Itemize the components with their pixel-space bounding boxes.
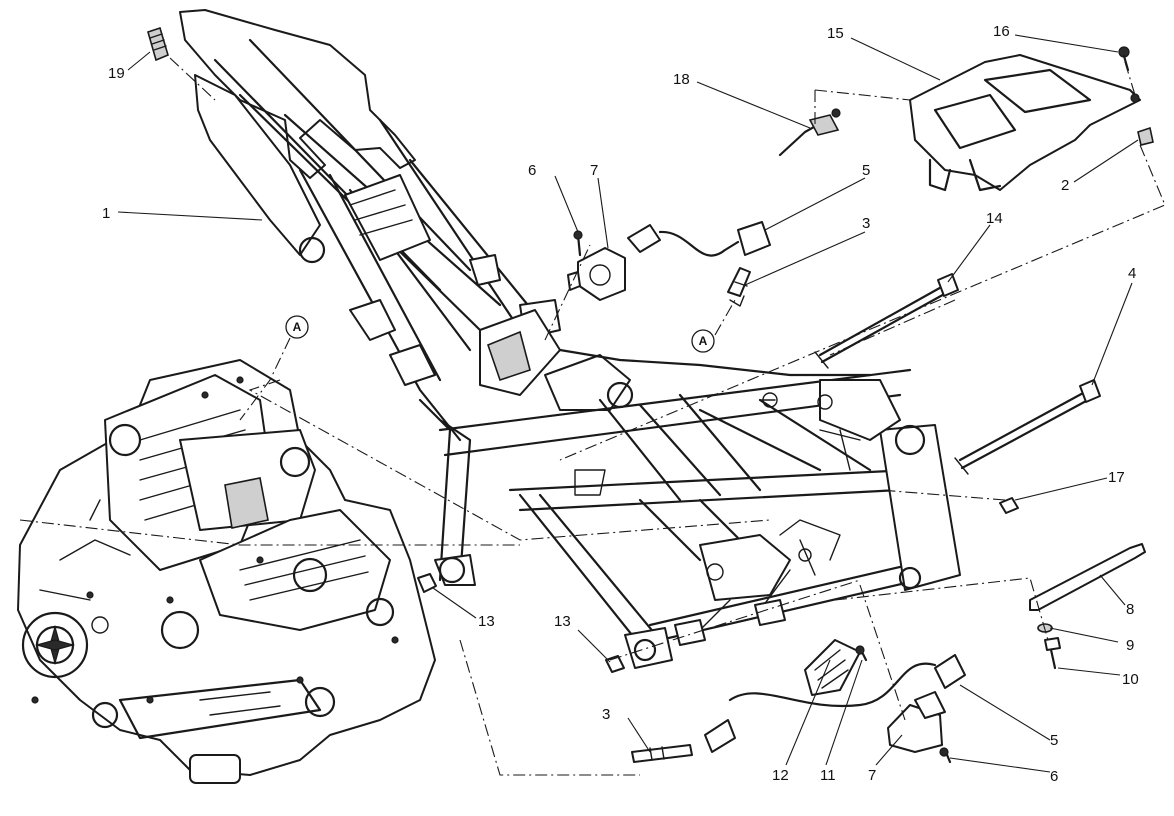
svg-text:A: A [699, 334, 708, 348]
part-2-clip [1137, 126, 1154, 146]
part-12-cover [804, 639, 861, 696]
callout-3-bottom: 3 [602, 706, 610, 723]
callout-18: 18 [673, 71, 690, 88]
part-8-strap [1029, 543, 1146, 611]
part-13-nut-left [417, 573, 437, 593]
callout-numbers: 19 1 15 16 2 18 6 7 5 3 14 4 17 8 9 10 5… [102, 23, 1139, 785]
part-14-long-bolt [814, 273, 959, 369]
reference-mark-plug: A [691, 329, 715, 353]
callout-10: 10 [1122, 671, 1139, 688]
callout-1: 1 [102, 205, 110, 222]
callout-14: 14 [986, 210, 1003, 227]
part-16-screw [1118, 46, 1130, 72]
callout-19: 19 [108, 65, 125, 82]
leader-lines [117, 34, 1139, 773]
callout-8: 8 [1126, 601, 1134, 618]
part-5-plug-cap-top [627, 221, 771, 257]
part-19-rubber-pad [147, 26, 169, 62]
callout-16: 16 [993, 23, 1010, 40]
callout-5-bottom: 5 [1050, 732, 1058, 749]
callout-9: 9 [1126, 637, 1134, 654]
part-6-screw-bottom [939, 747, 952, 764]
callout-15: 15 [827, 25, 844, 42]
callout-12: 12 [772, 767, 789, 784]
svg-text:A: A [293, 320, 302, 334]
part-6-screw-top [573, 230, 583, 257]
callout-3-top: 3 [862, 215, 870, 232]
callout-6-bottom: 6 [1050, 768, 1058, 785]
part-5-plug-cap-bottom [704, 654, 966, 753]
part-3-spark-plug-bottom [631, 744, 693, 763]
callout-11: 11 [820, 767, 836, 784]
part-11-screw [855, 645, 868, 662]
callout-13-left: 13 [478, 613, 495, 630]
part-7-ignition-coil-bottom [887, 691, 946, 753]
callout-6-top: 6 [528, 162, 536, 179]
main-frame [179, 9, 961, 669]
callout-17: 17 [1108, 469, 1125, 486]
callout-7-bottom: 7 [868, 767, 876, 784]
part-10-screw [1044, 637, 1061, 670]
reference-mark-engine: A [285, 315, 309, 339]
engine-assembly [17, 359, 436, 784]
part-7-ignition-coil-top [567, 247, 626, 301]
part-18-cable-clamp [778, 108, 841, 157]
part-17-rubber [999, 497, 1019, 514]
callout-4: 4 [1128, 265, 1136, 282]
assembly-lines [19, 57, 1166, 776]
callout-2: 2 [1061, 177, 1069, 194]
callout-7-top: 7 [590, 162, 598, 179]
callout-5-top: 5 [862, 162, 870, 179]
part-4-long-bolt [954, 379, 1101, 475]
callout-13-right: 13 [554, 613, 571, 630]
part-3-spark-plug-top [727, 267, 751, 307]
part-15-battery-tray [909, 54, 1141, 192]
